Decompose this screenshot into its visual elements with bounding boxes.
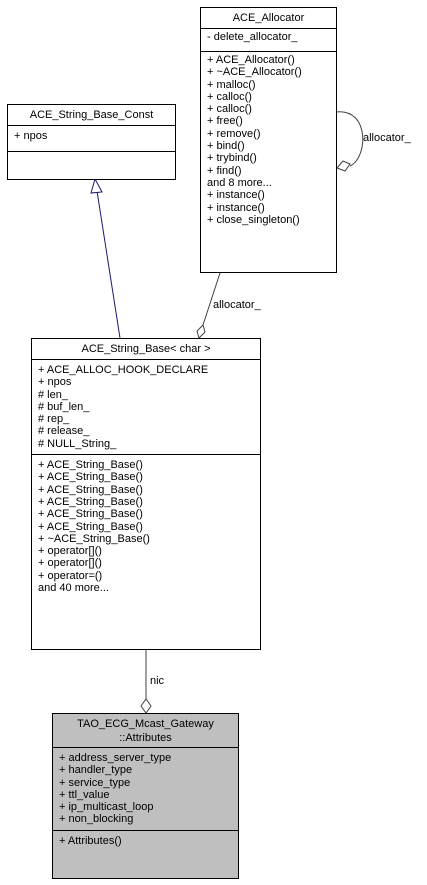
method: + ~ACE_Allocator() — [207, 66, 302, 79]
methods-section: + Attributes() — [53, 829, 238, 850]
method: + instance() — [207, 201, 265, 214]
nic-edge-label: nic — [150, 675, 165, 687]
class-ace-allocator[interactable]: ACE_Allocator - delete_allocator_ + ACE_… — [200, 7, 337, 273]
methods-section — [8, 151, 175, 171]
more-methods: and 40 more... — [38, 582, 109, 595]
self-association-diamond — [336, 160, 351, 172]
class-ace-string-base-const[interactable]: ACE_String_Base_Const + npos — [7, 104, 176, 180]
method: + ACE_String_Base() — [38, 508, 143, 521]
attribute: + ttl_value — [59, 788, 110, 801]
attribute: + npos — [38, 376, 72, 389]
attribute: # release_ — [38, 425, 90, 438]
attribute: + npos — [14, 130, 48, 142]
method: + calloc() — [207, 103, 252, 116]
method: + ACE_String_Base() — [38, 459, 143, 472]
class-name: TAO_ECG_Mcast_Gateway ::Attributes — [53, 714, 238, 747]
attributes-section: - delete_allocator_ — [201, 28, 336, 51]
method: + instance() — [207, 189, 265, 202]
attribute: # buf_len_ — [38, 400, 90, 413]
methods-section: + ACE_Allocator() + ~ACE_Allocator() + m… — [201, 51, 336, 229]
methods-section: + ACE_String_Base() + ACE_String_Base() … — [32, 454, 260, 597]
method: + ~ACE_String_Base() — [38, 532, 150, 545]
more-methods: and 8 more... — [207, 176, 272, 189]
attributes-section: + npos — [8, 125, 175, 151]
allocator-aggregation-diamond — [196, 324, 206, 339]
method: + ACE_Allocator() — [207, 54, 295, 66]
allocator-edge-label: allocator_ — [213, 299, 261, 311]
method: + malloc() — [207, 78, 256, 91]
attributes-section: + ACE_ALLOC_HOOK_DECLARE + npos # len_ #… — [32, 359, 260, 454]
attribute: # rep_ — [38, 413, 70, 426]
method: + trybind() — [207, 152, 257, 165]
class-name-line-2: ::Attributes — [119, 732, 172, 744]
method: + remove() — [207, 127, 261, 140]
attribute: + ACE_ALLOC_HOOK_DECLARE — [38, 364, 209, 376]
class-ace-string-base[interactable]: ACE_String_Base< char > + ACE_ALLOC_HOOK… — [31, 338, 261, 650]
inheritance-edge — [96, 190, 121, 339]
self-allocator-label: allocator_ — [363, 132, 411, 144]
class-tao-ecg-mcast-gateway-attributes[interactable]: TAO_ECG_Mcast_Gateway ::Attributes + add… — [52, 713, 239, 879]
self-association-edge — [335, 111, 364, 167]
attribute: + address_server_type — [59, 752, 172, 764]
method: + operator[]() — [38, 557, 102, 570]
class-name: ACE_Allocator — [232, 12, 305, 24]
attribute: # NULL_String_ — [38, 437, 117, 450]
method: + ACE_String_Base() — [38, 520, 143, 533]
method: + close_singleton() — [207, 213, 300, 226]
class-name: ACE_String_Base_Const — [29, 109, 154, 121]
nic-aggregation-diamond — [140, 698, 152, 714]
attribute: + ip_multicast_loop — [59, 801, 154, 814]
attribute: + non_blocking — [59, 813, 134, 826]
method: + ACE_String_Base() — [38, 483, 143, 496]
attribute: - delete_allocator_ — [207, 31, 298, 43]
method: + calloc() — [207, 90, 252, 103]
attribute: + handler_type — [59, 764, 133, 777]
method: + operator=() — [38, 569, 103, 582]
attributes-section: + address_server_type + handler_type + s… — [53, 747, 238, 830]
attribute: # len_ — [38, 388, 68, 401]
method: + Attributes() — [59, 834, 122, 847]
class-name: ACE_String_Base< char > — [81, 343, 211, 355]
method: + free() — [207, 115, 243, 128]
allocator-aggregation-edge — [202, 272, 221, 326]
class-name-line-1: TAO_ECG_Mcast_Gateway — [77, 718, 214, 730]
attribute: + service_type — [59, 776, 131, 789]
method: + bind() — [207, 140, 245, 153]
inheritance-arrowhead — [90, 177, 103, 194]
method: + ACE_String_Base() — [38, 495, 143, 508]
method: + find() — [207, 164, 242, 177]
method: + ACE_String_Base() — [38, 471, 143, 484]
method: + operator[]() — [38, 545, 102, 558]
